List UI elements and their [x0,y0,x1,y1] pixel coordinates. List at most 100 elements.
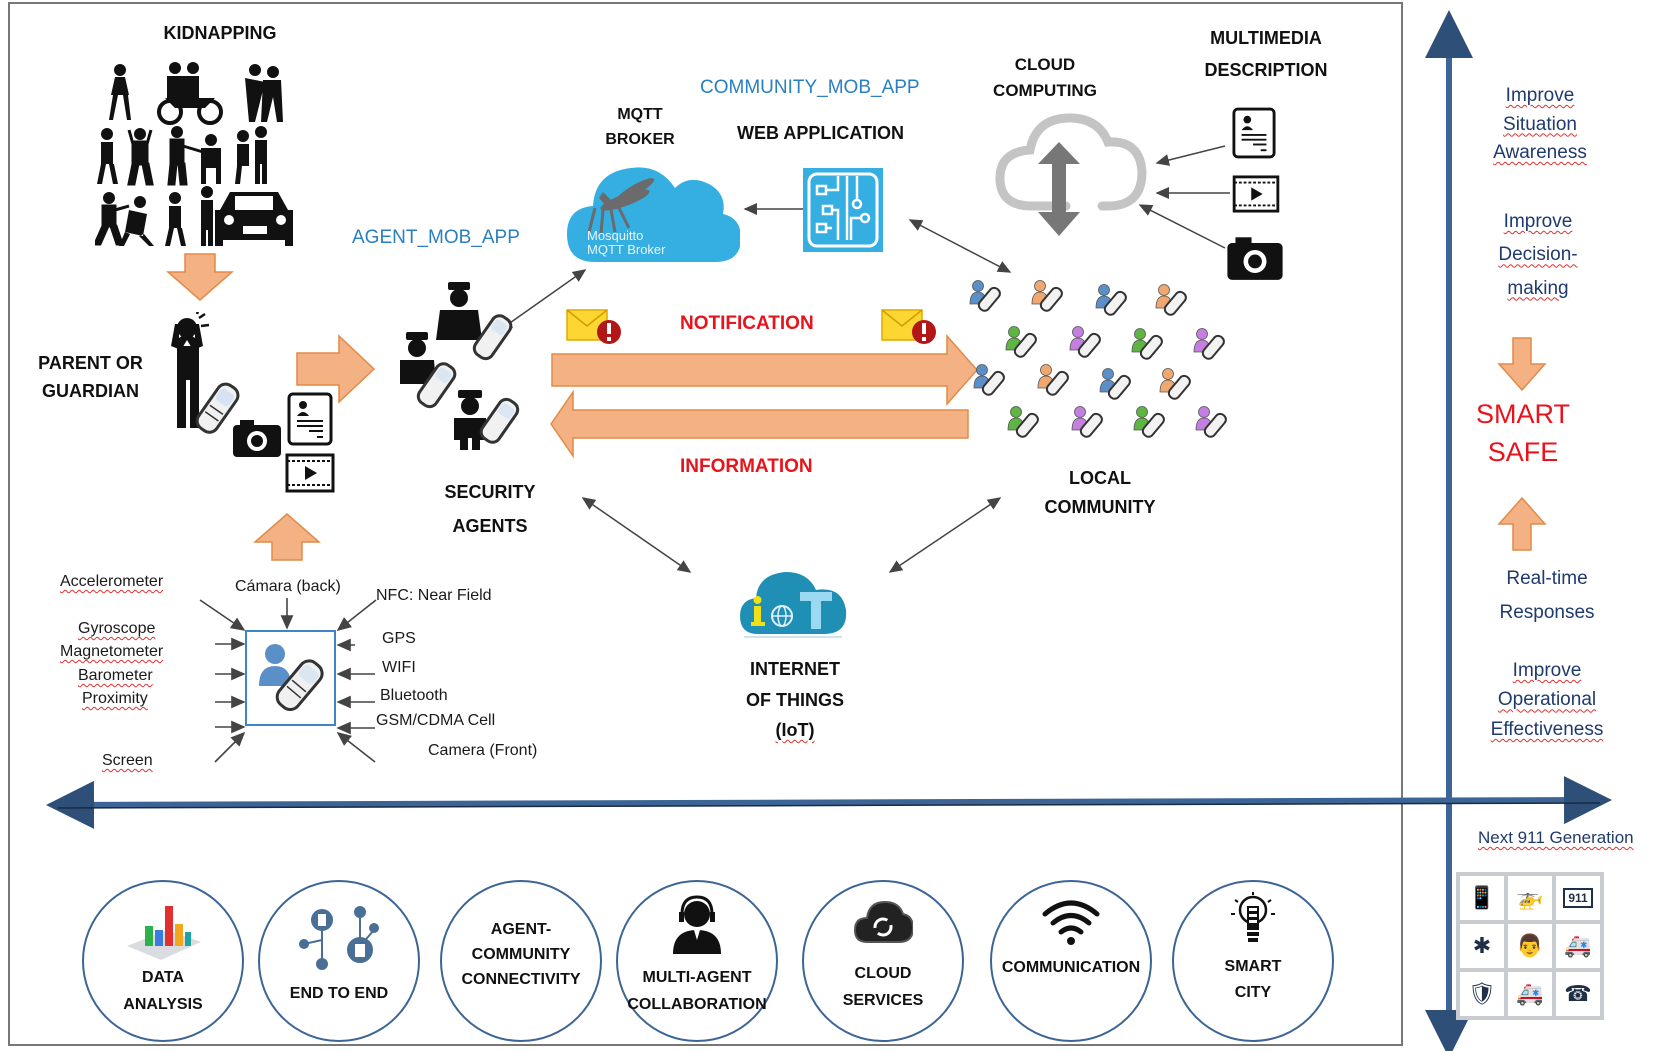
multimedia-description-label: MULTIMEDIA DESCRIPTION [1204,28,1328,81]
video-icon [285,453,335,493]
community-member-icon [1037,364,1069,396]
sensor-accelerometer: Accelerometer [60,573,164,590]
webapp-community-connector [908,219,1012,273]
pillar-end-to-end: END TO END [258,880,420,1042]
community-member-icon [1099,368,1131,400]
web-application-circuit-icon [803,168,883,252]
ambulance-icon: 🚑 [1508,972,1552,1016]
cloud-sync-icon [853,900,913,943]
pillar-smart-city: SMART CITY [1172,880,1334,1042]
local-community-label: LOCAL COMMUNITY [1044,468,1156,517]
pillar-agent-community-connectivity: AGENT- COMMUNITY CONNECTIVITY [440,880,602,1042]
horizontal-axis [46,776,1612,829]
pillar-smart-city-label: SMART CITY [1224,958,1282,1002]
kidnap-to-parent-arrow [166,253,234,301]
community-member-icon [1133,406,1165,438]
security-agents-label: SECURITY AGENTS [444,482,536,537]
benefits-down-arrow [1497,337,1547,392]
911-sign-icon: 911 [1556,876,1600,920]
community-member-icon [1195,406,1227,438]
community-member-icon [1031,280,1063,312]
sensor-arrows [199,598,377,763]
headset-agent-icon [673,895,721,954]
smart-city-bulb-icon [1231,892,1275,942]
community-member-icon [1155,284,1187,316]
sensor-gps: GPS [382,630,416,647]
sensor-screen: Screen [102,752,153,769]
sensor-proximity: Proximity [82,690,148,707]
multimedia-camera-icon [1227,237,1283,280]
distressed-parent-icon [171,312,210,428]
agents-iot-connector [581,497,692,573]
sensor-gsm-cdma: GSM/CDMA Cell [376,712,496,729]
911-phone-icon: 📱 [1460,876,1504,920]
community-member-icon [1095,284,1127,316]
local-community-users-icon [969,280,1227,438]
pillar-data-analysis-label: DATA ANALYSIS [123,969,203,1014]
main-frame [8,2,1403,1046]
sensor-nfc: NFC: Near Field [376,587,492,604]
profile-document-icon [287,392,333,446]
sensor-camera-front: Camera (Front) [428,742,538,759]
pillar-cloud-services: CLOUD SERVICES [802,880,964,1042]
information-arrow [550,389,969,459]
phone-to-media-arrow [253,513,321,561]
parent-label: PARENT OR GUARDIAN [38,353,143,401]
star-of-life-icon: ✱ [1460,924,1504,968]
sensor-barometer: Barometer [78,667,153,684]
benefits-up-arrow [1497,496,1547,551]
notification-label: NOTIFICATION [680,313,814,334]
cloud-upload-download-icon [995,113,1147,236]
multimedia-video-icon [1232,175,1280,213]
helicopter-icon: 🚁 [1508,876,1552,920]
mqtt-broker-cloud-icon: Mosquitto MQTT Broker [567,167,740,262]
sensor-wifi: WIFI [382,659,416,676]
mqtt-agent-connector [498,269,587,331]
911-shield-icon: 🛡 [1460,972,1504,1016]
community-member-icon [1131,328,1163,360]
notification-envelope-right-icon [881,309,936,344]
ambulance-front-icon: 🚑 [1556,924,1600,968]
web-application-label: WEB APPLICATION [737,123,904,143]
next-911-generation-label: Next 911 Generation [1478,828,1634,847]
paramedic-icon: 👨 [1508,924,1552,968]
information-label: INFORMATION [680,456,813,477]
sensor-bluetooth: Bluetooth [380,687,448,704]
pillar-agent-community-label: AGENT- COMMUNITY CONNECTIVITY [461,921,581,988]
notification-arrow [551,334,979,406]
sensor-camera-back: Cámara (back) [235,578,341,595]
camera-to-cloud-arrow [1138,204,1226,249]
parent-phone-icon [195,382,240,434]
parent-to-agents-arrow [296,334,376,404]
pillar-cloud-services-label: CLOUD SERVICES [842,965,924,1010]
benefit-decision-making: Improve Decision- making [1498,211,1578,299]
benefit-real-time-responses: Real-time Responses [1499,568,1595,624]
benefit-situation-awareness: Improve Situation Awareness [1493,85,1587,163]
pillar-multi-agent-label: MULTI-AGENT COLLABORATION [627,969,767,1014]
pillar-communication: COMMUNICATION [990,880,1152,1042]
benefit-operational-effectiveness: Improve Operational Effectiveness [1490,660,1604,740]
cloud-computing-label: CLOUD COMPUTING [993,55,1097,101]
mqtt-broker-label: MQTT BROKER [605,106,675,148]
network-devices-icon [299,906,379,970]
notification-envelope-left-icon [566,309,621,344]
community-member-icon [1005,326,1037,358]
orange-arrows [166,253,1547,561]
mqtt-logo-line1: Mosquitto [587,228,643,243]
smart-safe-title: SMART SAFE [1475,399,1570,467]
pillar-multi-agent-collaboration: MULTI-AGENT COLLABORATION [616,880,778,1042]
mqtt-logo-line2: MQTT Broker [587,242,666,257]
community-member-icon [1159,368,1191,400]
pillar-communication-label: COMMUNICATION [1001,959,1141,976]
community-member-icon [1007,406,1039,438]
community-member-icon [1193,328,1225,360]
sensor-gyroscope: Gyroscope [78,620,156,637]
security-agents-icon [400,282,520,450]
community-member-icon [973,364,1005,396]
pillar-data-analysis: DATA ANALYSIS [82,880,244,1042]
iot-cloud-icon [740,572,847,638]
pillar-end-to-end-label: END TO END [289,985,389,1002]
multimedia-document-icon [1232,107,1276,159]
community-mob-app-label: COMMUNITY_MOB_APP [700,77,920,98]
